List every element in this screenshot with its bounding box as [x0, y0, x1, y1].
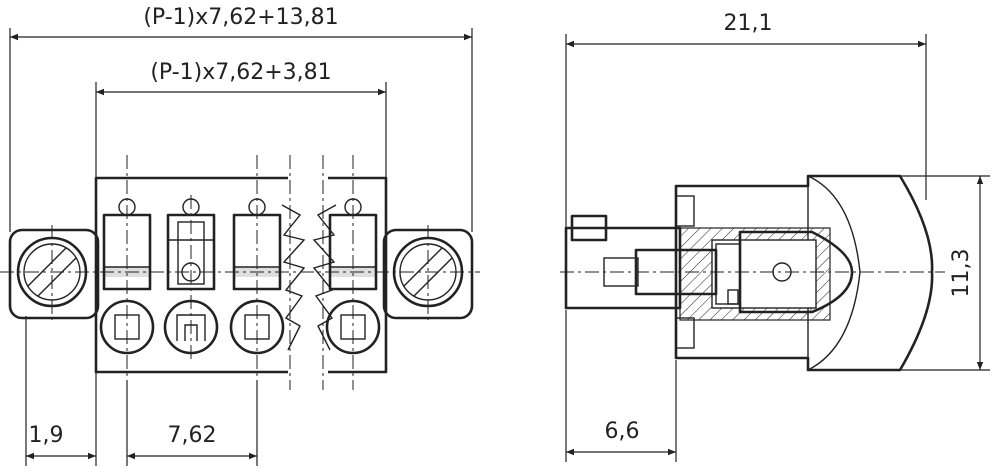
dim-side-length: 21,1: [724, 11, 773, 36]
dim-side-height: 11,3: [949, 249, 974, 298]
break-line-right: [312, 204, 337, 351]
connector-body-left: [94, 176, 288, 374]
side-view: [560, 174, 945, 372]
dim-pin-length: 6,6: [605, 419, 640, 444]
terminal-cavities: [102, 198, 378, 291]
screw-openings: [99, 299, 381, 355]
side-housing-outline: [674, 174, 934, 372]
connector-body-right: [328, 176, 388, 374]
dim-pitch-span: (P-1)x7,62+3,81: [150, 60, 331, 85]
side-contact-head: [738, 230, 854, 314]
dim-flange-offset: 1,9: [29, 423, 64, 448]
front-centerlines: [0, 155, 480, 390]
dim-pitch: 7,62: [168, 423, 217, 448]
front-dimensions: (P-1)x7,62+13,81 (P-1)x7,62+3,81 1,9 7,6…: [9, 5, 473, 466]
front-view: [0, 155, 480, 390]
side-dimensions: 21,1 11,3 6,6: [565, 11, 990, 462]
dim-overall-length: (P-1)x7,62+13,81: [143, 5, 338, 30]
break-line-left: [281, 204, 306, 351]
left-flange: [8, 228, 100, 320]
